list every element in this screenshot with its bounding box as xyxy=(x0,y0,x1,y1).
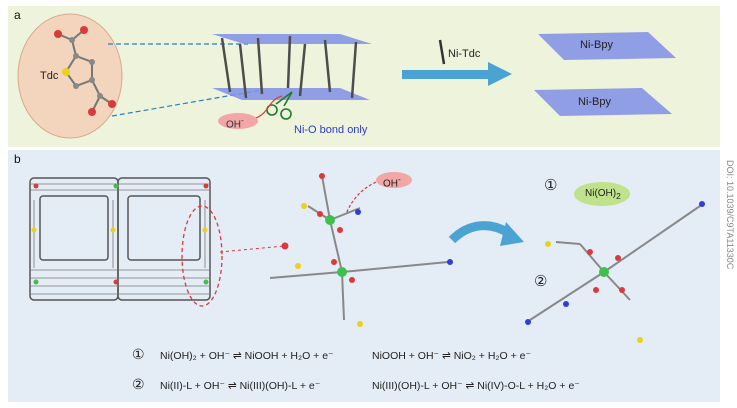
dashed-connector-bottom xyxy=(111,89,263,117)
eq1-marker: ① xyxy=(132,346,145,362)
panel-b-label: b xyxy=(14,152,21,166)
scissors-icon xyxy=(266,91,293,120)
zoom-connector xyxy=(219,245,285,253)
reaction-arrow-a xyxy=(402,62,512,86)
eq1-left: Ni(OH)₂ + OH⁻ ⇌ NiOOH + H₂O + e⁻ xyxy=(160,350,334,362)
highlight-ellipse xyxy=(181,205,223,307)
mof-framework xyxy=(29,177,211,301)
oh-curve-b xyxy=(345,181,377,215)
reaction-arrow-b xyxy=(448,221,513,244)
ni-complex-atoms xyxy=(295,173,453,327)
panel-a xyxy=(8,6,720,147)
marker-1: ① xyxy=(544,177,558,194)
nioh2-bubble xyxy=(574,182,630,206)
eq2-left: Ni(II)-L + OH⁻ ⇌ Ni(III)(OH)-L + e⁻ xyxy=(160,380,321,392)
marker-2: ② xyxy=(534,273,548,290)
oh-label-b: OH- xyxy=(383,174,401,190)
zoom-dot xyxy=(281,242,289,250)
eq2-right: Ni(III)(OH)-L + OH⁻ ⇌ Ni(IV)-O-L + H₂O +… xyxy=(372,380,580,392)
ni-oxidized-structure xyxy=(529,205,701,321)
oh-bubble-a xyxy=(218,113,258,129)
ni-bpy-label-top: Ni-Bpy xyxy=(580,39,614,51)
ni-bpy-sheet-bottom xyxy=(534,88,672,116)
framework-atoms xyxy=(31,183,209,285)
reaction-arrow-b-head xyxy=(500,222,524,246)
oh-label-a: OH- xyxy=(226,115,244,131)
framework-hatch xyxy=(30,183,210,295)
ni-complex-structure xyxy=(269,175,449,321)
mof-sheet-top xyxy=(212,34,372,44)
eq2-marker: ② xyxy=(132,376,145,392)
doi-side-text: DOI: 10.1039/C9TA11330C xyxy=(725,160,735,270)
ni-tdc-stick-icon xyxy=(438,39,446,65)
tdc-atoms xyxy=(54,26,116,116)
ni-o-bond-label: Ni-O bond only xyxy=(294,124,368,136)
ni-bpy-sheet-top xyxy=(538,32,676,60)
ni-oxidized-atoms xyxy=(525,201,705,343)
panel-a-label: a xyxy=(14,8,21,22)
oh-curve-a xyxy=(255,95,283,119)
nioh2-label: Ni(OH)2 xyxy=(585,188,621,201)
ni-tdc-label: Ni-Tdc xyxy=(448,48,481,60)
ni-bpy-label-bottom: Ni-Bpy xyxy=(578,96,612,108)
eq1-right: NiOOH + OH⁻ ⇌ NiO₂ + H₂O + e⁻ xyxy=(372,350,532,362)
tdc-label: Tdc xyxy=(40,70,59,82)
tdc-pillars xyxy=(220,35,358,99)
oh-bubble-b xyxy=(376,172,412,188)
